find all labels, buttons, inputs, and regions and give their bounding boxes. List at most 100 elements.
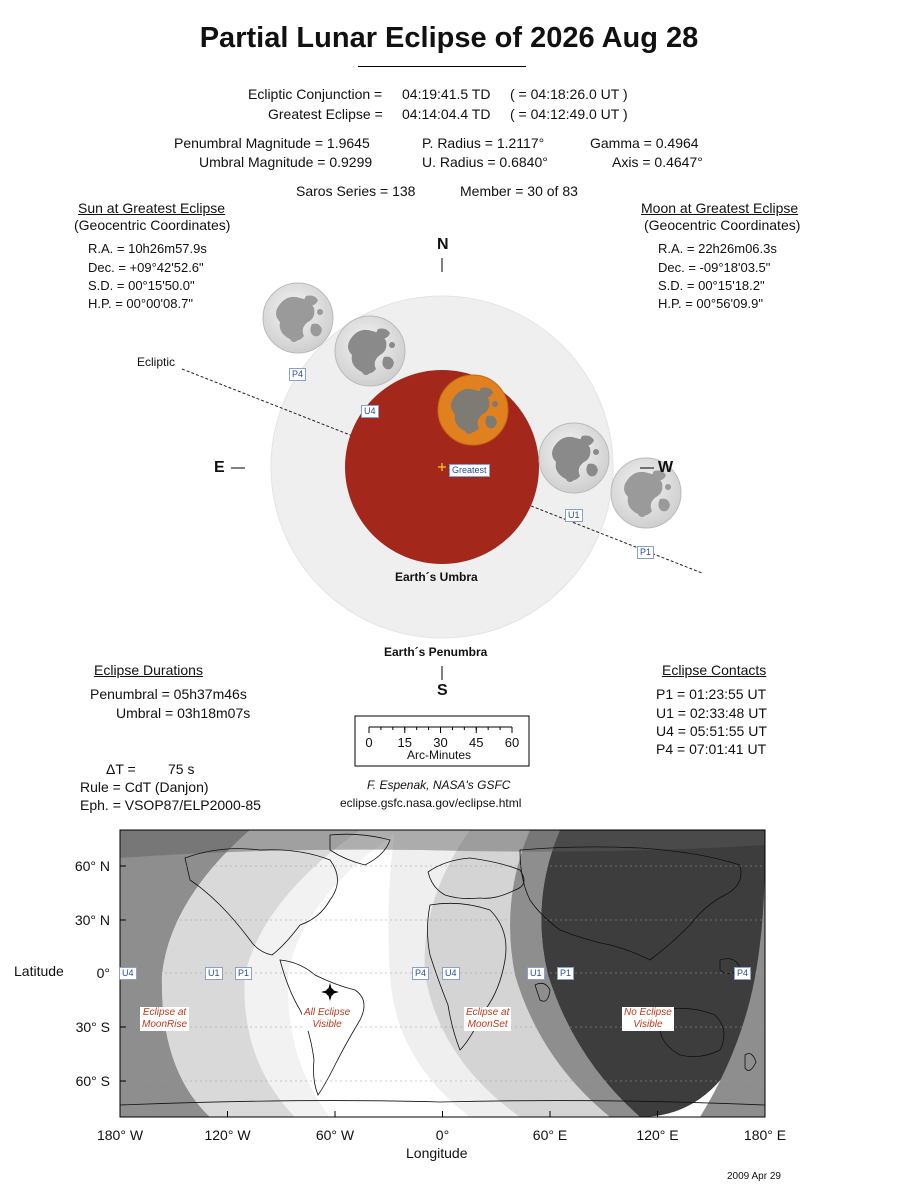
map-contact-u1-right: U1 [527, 967, 545, 980]
penumbral-duration: Penumbral = 05h37m46s [90, 686, 247, 702]
map-zone-top-strip [120, 830, 765, 858]
greatest-ut: ( = 04:12:49.0 UT ) [510, 106, 628, 122]
map-contact-p4-right: P4 [734, 967, 752, 980]
scale-tick-label: 15 [397, 735, 412, 750]
longitude-tick-label: 180° W [96, 1127, 144, 1143]
map-contact-p1-right: P1 [557, 967, 575, 980]
saros-member: Member = 30 of 83 [460, 183, 578, 199]
greatest-td: 04:14:04.4 TD [402, 106, 491, 122]
moon-subheading: (Geocentric Coordinates) [644, 217, 801, 233]
moon-p4 [262, 282, 334, 354]
moon-u4 [334, 315, 406, 387]
sun-sd: S.D. = 00°15'50.0" [88, 278, 195, 293]
delta-t-label: ΔT = [106, 761, 136, 777]
contact-u4-label: U4 [361, 405, 379, 418]
map-zone-moonrise-light [161, 830, 360, 1117]
latitude-tick-label: 60° N [74, 858, 110, 874]
moon-u1 [538, 422, 610, 494]
sun-heading: Sun at Greatest Eclipse [78, 200, 226, 216]
greatest-label: Greatest [449, 464, 490, 477]
umbral-magnitude: Umbral Magnitude = 0.9299 [199, 154, 373, 170]
longitude-tick-label: 60° W [315, 1127, 355, 1143]
longitude-tick-label: 120° W [204, 1127, 251, 1143]
west-label: W [658, 459, 674, 476]
conjunction-label: Ecliptic Conjunction = [248, 86, 383, 102]
scale-ticks [368, 727, 513, 733]
scale-tick-label: 30 [433, 735, 448, 750]
latitude-tick-label: 0° [96, 965, 110, 981]
saros-series: Saros Series = 138 [296, 183, 416, 199]
map-contact-u4-left: U4 [119, 967, 137, 980]
contact-p4-time: P4 = 07:01:41 UT [656, 741, 767, 757]
latitude-tick-label: 60° S [75, 1073, 110, 1089]
credit-url[interactable]: eclipse.gsfc.nasa.gov/eclipse.html [340, 796, 522, 810]
contact-u1-time: U1 = 02:33:48 UT [656, 705, 767, 721]
umbra-label: Earth´s Umbra [395, 570, 478, 584]
scale-tick-label: 0 [365, 735, 373, 750]
latitude-tick-label: 30° N [74, 912, 110, 928]
south-label: S [437, 682, 448, 699]
moon-sd: S.D. = 00°15'18.2" [658, 278, 765, 293]
durations-heading: Eclipse Durations [94, 662, 203, 678]
moon-dec: Dec. = -09°18'03.5" [658, 260, 771, 275]
penumbra-label: Earth´s Penumbra [384, 645, 488, 659]
contact-p1-label: P1 [637, 546, 655, 559]
map-zone-none [541, 830, 765, 1117]
moon-p1 [610, 457, 682, 529]
ecliptic-label: Ecliptic [137, 355, 176, 369]
conjunction-ut: ( = 04:18:26.0 UT ) [510, 86, 628, 102]
conjunction-td: 04:19:41.5 TD [402, 86, 491, 102]
contact-p1-time: P1 = 01:23:55 UT [656, 686, 767, 702]
sun-dec: Dec. = +09°42'52.6" [88, 260, 204, 275]
contacts-heading: Eclipse Contacts [662, 662, 767, 678]
ecliptic-line [181, 368, 703, 574]
scale-tick-label: 45 [469, 735, 484, 750]
moon-greatest [437, 374, 509, 446]
longitude-axis-title: Longitude [406, 1145, 468, 1161]
north-label: N [437, 236, 449, 253]
latitude-axis-title: Latitude [14, 963, 64, 979]
map-zone-moonrise-white [244, 830, 400, 1117]
moon-ra: R.A. = 22h26m06.3s [658, 241, 777, 256]
greatest-center-mark [438, 463, 446, 471]
map-zone-right-dark [700, 850, 765, 1117]
contact-u4-time: U4 = 05:51:55 UT [656, 723, 767, 739]
map-contact-p4-mid: P4 [412, 967, 430, 980]
map-contact-p1-left: P1 [235, 967, 253, 980]
penumbral-magnitude: Penumbral Magnitude = 1.9645 [174, 135, 370, 151]
ephemeris: Eph. = VSOP87/ELP2000-85 [80, 797, 261, 813]
delta-t-value: 75 s [168, 761, 195, 777]
greatest-eclipse-star [321, 983, 339, 1001]
moon-heading: Moon at Greatest Eclipse [641, 200, 799, 216]
longitude-tick-label: 120° E [636, 1127, 679, 1143]
greatest-label: Greatest Eclipse = [268, 106, 383, 122]
scale-unit-label: Arc-Minutes [407, 748, 472, 762]
eclipse-diagram [181, 258, 703, 767]
contact-p4-label: P4 [289, 368, 307, 381]
scale-box [354, 715, 530, 767]
scale-tick-label: 60 [504, 735, 520, 750]
umbra-radius: U. Radius = 0.6840° [422, 154, 548, 170]
sun-ra: R.A. = 10h26m57.9s [88, 241, 207, 256]
map-contact-u4-mid: U4 [442, 967, 460, 980]
umbral-duration: Umbral = 03h18m07s [116, 705, 251, 721]
penumbra-radius: P. Radius = 1.2117° [422, 135, 545, 151]
east-label: E [214, 459, 225, 476]
revision-date: 2009 Apr 29 [727, 1171, 781, 1182]
gamma-value: Gamma = 0.4964 [590, 135, 699, 151]
page-title: Partial Lunar Eclipse of 2026 Aug 28 [199, 22, 699, 54]
contact-u1-label: U1 [565, 509, 583, 522]
map-zone-moonrise-dark [120, 830, 250, 1117]
sun-subheading: (Geocentric Coordinates) [74, 217, 231, 233]
longitude-tick-label: 0° [435, 1127, 450, 1143]
title-underline [358, 66, 526, 67]
latitude-tick-label: 30° S [75, 1019, 110, 1035]
longitude-tick-label: 60° E [532, 1127, 568, 1143]
danjon-rule: Rule = CdT (Danjon) [80, 779, 209, 795]
map-axis-ticks [119, 865, 766, 1117]
longitude-tick-label: 180° E [743, 1127, 787, 1143]
